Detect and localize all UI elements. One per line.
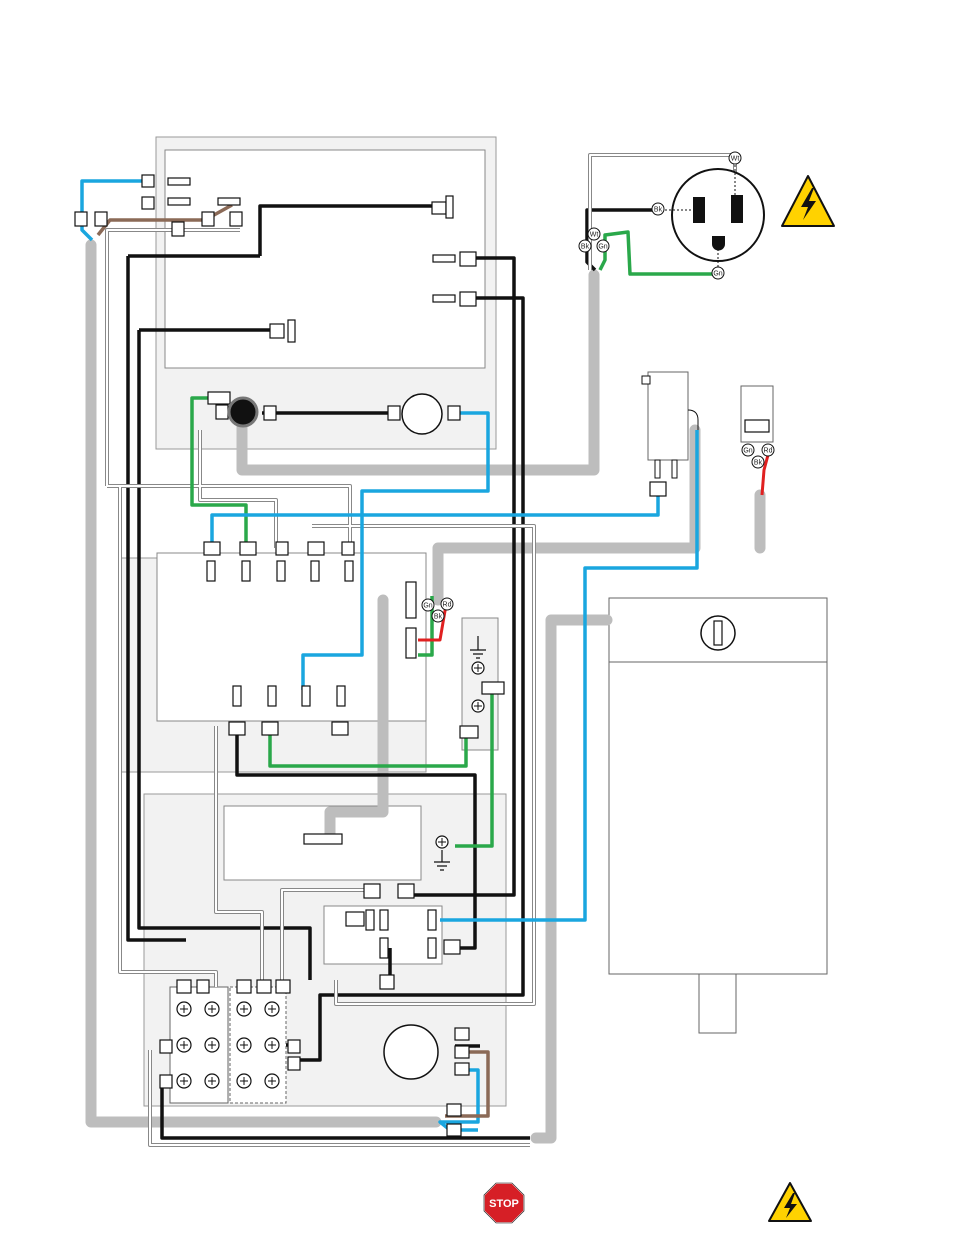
wire-tag-label: Gn [713,271,722,278]
wire-tag-label: Wt [590,232,599,239]
black-wire-outlet [587,210,655,270]
wire-tag-label: Bk [434,614,443,621]
high-voltage-warning-icon [782,176,834,226]
wire-tag-label: Gn [743,448,752,455]
wire-tag-label: Bk [754,460,763,467]
motor-start-switch-icon [384,1025,438,1079]
outlet-receptacle-icon [665,165,764,268]
high-voltage-warning-icon [769,1183,811,1221]
motor-plate-icon [701,616,735,650]
blue-wire-1 [212,490,658,548]
wire-tag-label: Bk [581,244,590,251]
wire-tag-label: Rd [443,602,452,609]
motor-shaft [699,974,736,1033]
wire-tag-label: Gn [598,244,607,251]
motor-housing [609,598,827,974]
wire-tag-label: Wt [731,156,740,163]
switch-module [741,386,773,442]
capacitor-icon [402,394,442,434]
stop-sign-icon: STOP [484,1183,524,1223]
plug-transformer [648,372,688,460]
cable-motor [536,620,607,1138]
wire-tag-label: Bk [654,207,663,214]
motor-pulley-icon [229,398,257,426]
wire-tag-label: Rd [764,448,773,455]
stop-sign-label: STOP [489,1198,519,1210]
wire-tag-label: Gn [423,603,432,610]
